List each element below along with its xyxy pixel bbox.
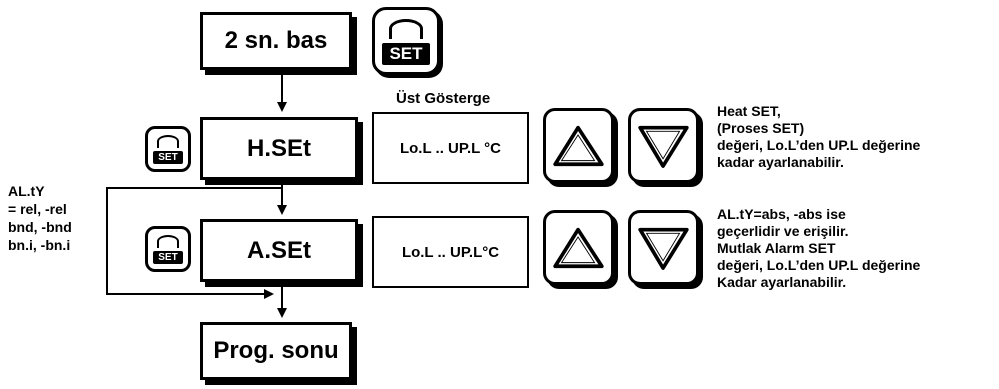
aset-step-box: A.SEt <box>200 219 358 282</box>
set-key-hset-label: SET <box>152 150 184 165</box>
hset-description: Heat SET, (Proses SET) değeri, Lo.L’den … <box>717 103 921 170</box>
hset-step-label: H.SEt <box>246 134 311 162</box>
set-key-large-label: SET <box>382 43 430 65</box>
set-key-dome-icon <box>388 19 424 40</box>
aset-description: AL.tY=abs, -abs ise geçerlidir ve erişil… <box>717 206 921 290</box>
hset-display-text: Lo.L .. UP.L °C <box>399 139 501 157</box>
aset-display: Lo.L .. UP.L°C <box>372 216 529 288</box>
end-step-box: Prog. sonu <box>200 322 352 380</box>
end-step-label: Prog. sonu <box>213 337 339 364</box>
up-triangle-icon <box>553 227 604 269</box>
down-triangle-icon <box>638 227 689 270</box>
display-header: Üst Gösterge <box>396 90 491 107</box>
down-triangle-icon <box>638 125 689 168</box>
condition-note: AL.tY = rel, -rel bnd, -bnd bn.i, -bn.i <box>8 183 72 253</box>
set-key-hset[interactable]: SET <box>145 126 191 172</box>
up-key-hset[interactable] <box>543 108 614 183</box>
hset-display: Lo.L .. UP.L °C <box>372 112 529 184</box>
start-step-box: 2 sn. bas <box>200 12 352 70</box>
set-key-dome-icon <box>156 135 180 148</box>
start-step-label: 2 sn. bas <box>224 27 328 54</box>
aset-step-label: A.SEt <box>246 236 311 264</box>
bypass-loop-line <box>106 187 282 299</box>
down-key-aset[interactable] <box>628 210 699 285</box>
set-key-aset-label: SET <box>152 250 184 265</box>
set-key-dome-icon <box>156 235 180 248</box>
set-key-large[interactable]: SET <box>372 7 440 75</box>
down-key-hset[interactable] <box>628 108 699 183</box>
aset-display-text: Lo.L .. UP.L°C <box>401 243 500 261</box>
set-key-aset[interactable]: SET <box>145 226 191 272</box>
up-key-aset[interactable] <box>543 210 614 285</box>
up-triangle-icon <box>553 125 604 167</box>
hset-step-box: H.SEt <box>200 117 358 180</box>
